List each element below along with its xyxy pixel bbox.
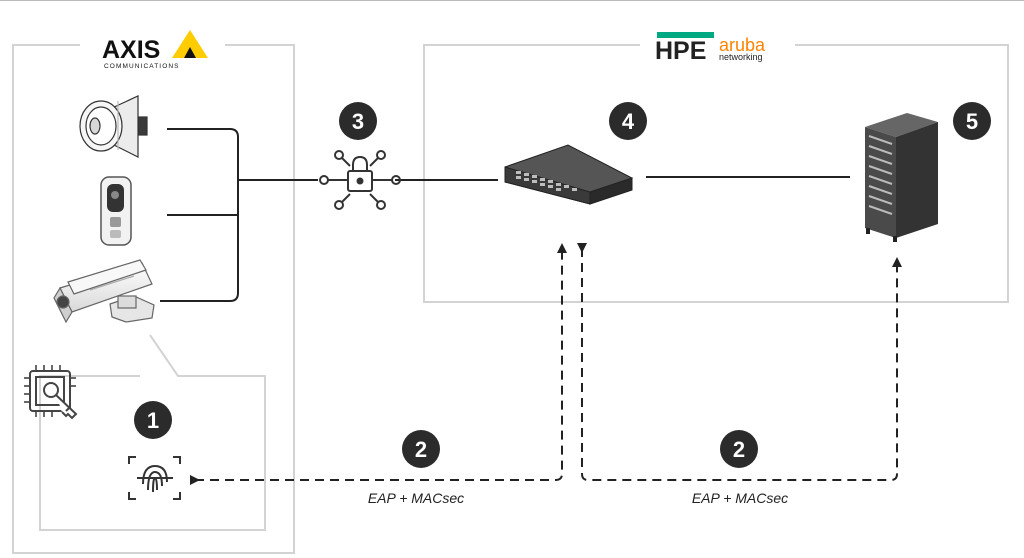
axis-device-group-box bbox=[12, 44, 295, 554]
speaker-icon bbox=[79, 95, 148, 158]
svg-text:1: 1 bbox=[147, 408, 159, 433]
hpe-aruba-logo: HPE aruba networking bbox=[655, 32, 766, 65]
network-lock-icon bbox=[319, 150, 401, 210]
aruba-logo-text: aruba bbox=[719, 35, 766, 55]
eap-dashed-paths bbox=[190, 243, 902, 485]
eap-path-device-to-switch bbox=[190, 243, 567, 485]
svg-text:2: 2 bbox=[415, 437, 427, 462]
fingerprint-icon bbox=[128, 456, 181, 500]
server-rack-icon bbox=[865, 113, 938, 242]
axis-logo: AXIS COMMUNICATIONS bbox=[102, 30, 208, 70]
chip-key-icon bbox=[24, 365, 78, 420]
svg-text:2: 2 bbox=[733, 437, 745, 462]
svg-text:3: 3 bbox=[352, 109, 364, 134]
hpe-logo-text: HPE bbox=[655, 37, 706, 65]
intercom-icon bbox=[100, 176, 132, 246]
eap-path-switch-to-server bbox=[577, 243, 902, 481]
step-badge-3: 3 bbox=[339, 102, 377, 140]
step-badge-2-right: 2 bbox=[720, 430, 758, 468]
protocol-label-right: EAP + MACsec bbox=[692, 490, 788, 506]
axis-logo-subtext: COMMUNICATIONS bbox=[104, 63, 180, 70]
svg-text:5: 5 bbox=[966, 109, 978, 134]
camera-icon bbox=[53, 259, 155, 324]
svg-text:4: 4 bbox=[622, 109, 635, 134]
hpe-network-group-box bbox=[423, 44, 1009, 303]
step-badge-4: 4 bbox=[609, 102, 647, 140]
step-badge-1: 1 bbox=[134, 401, 172, 439]
protocol-label-left: EAP + MACsec bbox=[368, 490, 464, 506]
aruba-logo-subtext: networking bbox=[719, 52, 763, 62]
step-badge-2-left: 2 bbox=[402, 430, 440, 468]
axis-logo-text: AXIS bbox=[102, 36, 160, 64]
step-badge-5: 5 bbox=[953, 102, 991, 140]
device-wiring bbox=[160, 128, 850, 302]
axis-logo-triangle bbox=[172, 30, 208, 58]
switch-icon bbox=[504, 144, 634, 205]
